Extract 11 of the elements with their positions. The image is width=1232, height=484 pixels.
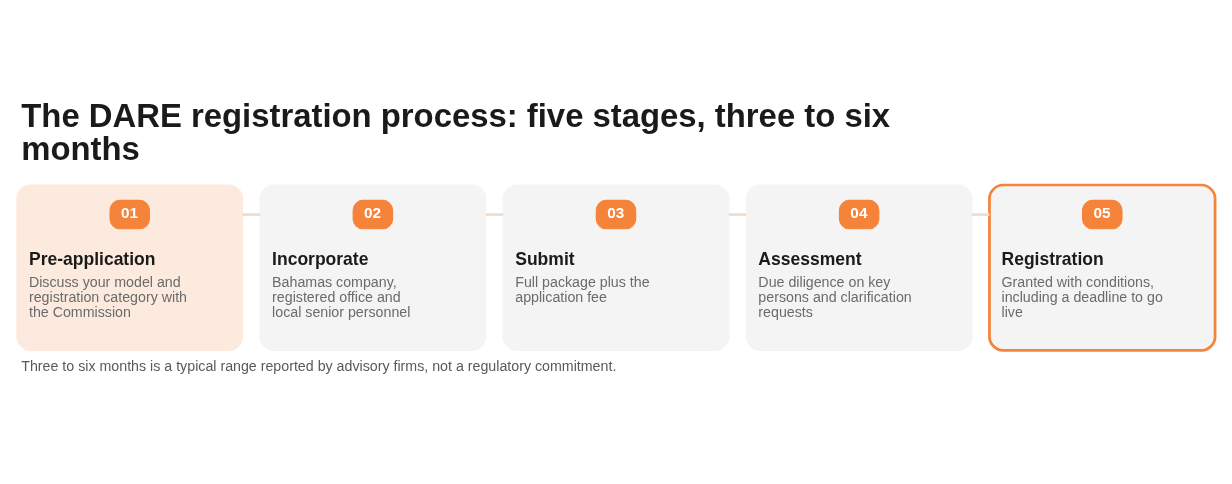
- caption: Three to six months is a typical range reported by advisory firms, not a regulatory commitment.: [21, 357, 617, 374]
- connector: [242, 212, 261, 216]
- node-box: 01: [109, 199, 150, 229]
- connector: [971, 212, 990, 216]
- node-box: 05: [1082, 199, 1123, 229]
- connector: [728, 212, 747, 216]
- connector: [485, 212, 504, 216]
- node-box: 02: [352, 199, 394, 229]
- node-box: 04: [838, 199, 880, 229]
- diagram-title: The DARE registration process: five stages, three to six months: [21, 96, 891, 167]
- node-box: 03: [595, 199, 637, 229]
